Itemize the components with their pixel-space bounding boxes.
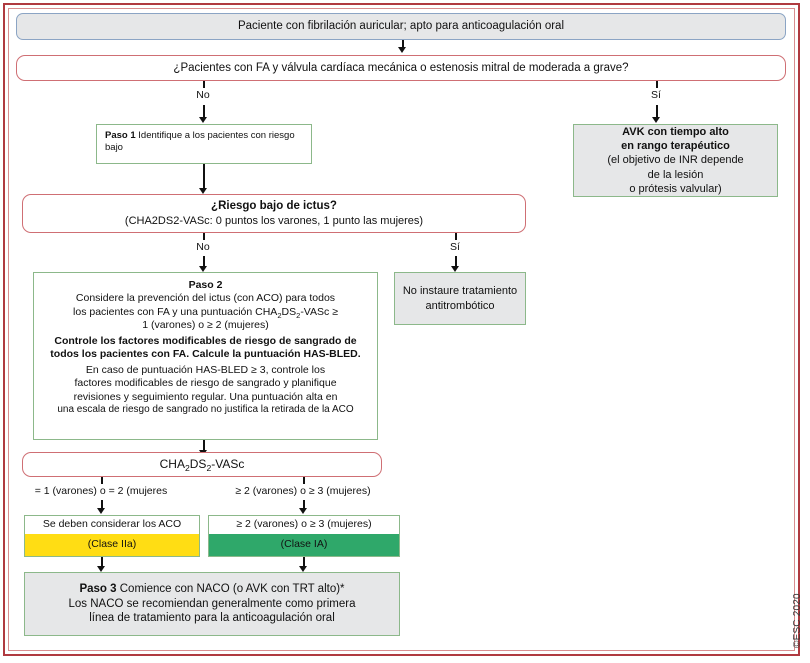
score-sub1: 2 [184,462,190,473]
node-decision-low-risk[interactable]: ¿Riesgo bajo de ictus? (CHA2DS2-VASc: 0 … [22,194,526,233]
edge-label-score-left: = 1 (varones) o = 2 (mujeres [34,485,168,497]
step2-line2: los pacientes con FA y una puntuación CH… [34,305,377,320]
connector-valve-no [203,105,205,119]
step2-line4: En caso de puntuación HAS-BLED ≥ 3, cont… [85,363,326,376]
node-score-cha2ds2vasc[interactable]: CHA2DS2-VASc [22,452,382,477]
step1-text: Identifique a los pacientes con riesgo b… [105,130,295,154]
arrow-iia-to-step3 [97,566,105,572]
arrow-ia-to-step3 [299,566,307,572]
step3-bold-label: Paso 3 [79,582,117,595]
node-step2[interactable]: Paso 2 Considere la prevención del ictus… [33,272,378,440]
node-header-patient[interactable]: Paciente con fibrilación auricular; apto… [16,13,786,40]
connector-lowrisk-yes [455,256,457,268]
consider-aco-class-badge: (Clase IIa) [25,534,199,556]
node-avk[interactable]: AVK con tiempo alto en rango terapéutico… [573,124,778,197]
arrow-score-right [299,508,307,514]
avk-line5: o prótesis valvular) [629,182,722,195]
edge-label-lowrisk-yes: Sí [450,241,460,253]
connector-valve-yes [656,105,658,119]
avk-line4: de la lesión [647,168,704,181]
decision-valve-label: ¿Pacientes con FA y válvula cardíaca mec… [173,61,629,74]
edge-label-valve-yes: Sí [651,89,661,101]
node-consider-aco[interactable]: Se deben considerar los ACO (Clase IIa) [24,515,200,557]
connector-step1-to-lowrisk [203,164,205,190]
arrow-header-to-valve [398,47,406,53]
step3-line1-rest: Comience con NACO (o AVK con TRT alto)* [119,582,345,595]
step2-line2-pre: los pacientes con FA y una puntuación CH… [73,305,278,318]
node-decision-valve[interactable]: ¿Pacientes con FA y válvula cardíaca mec… [16,55,786,81]
tick-valve-yes [656,81,658,88]
node-step1[interactable]: Paso 1 Identifique a los pacientes con r… [96,124,312,164]
step2-line3: 1 (varones) o ≥ 2 (mujeres) [142,319,269,332]
lowrisk-line1: ¿Riesgo bajo de ictus? [211,200,337,213]
step2-line2-sub1: 2 [277,310,282,320]
score-pre: CHA [159,456,185,471]
connector-score-left [101,500,103,510]
connector-score-right [303,500,305,510]
tick-valve-no [203,81,205,88]
connector-lowrisk-no [203,256,205,268]
node-no-treatment[interactable]: No instaure tratamiento antitrombótico [394,272,526,325]
tick-score-right [303,477,305,484]
no-treatment-line2: antitrombótico [425,299,495,312]
step2-line6: revisiones y seguimiento regular. Una pu… [73,390,338,403]
step2-line2-sub2: 2 [296,310,301,320]
avk-line1: AVK con tiempo alto [622,126,729,139]
score-sub2: 2 [206,462,212,473]
step2-line5: factores modificables de riesgo de sangr… [74,377,337,390]
step3-line3: línea de tratamiento para la anticoagula… [89,612,335,625]
edge-label-lowrisk-no: No [196,241,210,253]
connector-header-to-valve [402,40,404,49]
arrow-lowrisk-yes [451,266,459,272]
connector-iia-to-step3 [101,557,103,569]
score-mid: DS [189,456,207,471]
connector-step2-to-score [203,440,205,452]
no-treatment-line1: No instaure tratamiento [402,285,518,298]
step2-bold1: Controle los factores modificables de ri… [54,334,357,347]
score-post: -VASc [211,456,245,471]
arrow-valve-yes [652,117,660,123]
tick-lowrisk-no [203,233,205,240]
header-label: Paciente con fibrilación auricular; apto… [237,20,565,33]
step3-line1: Paso 3 Comience con NACO (o AVK con TRT … [25,582,399,597]
arrow-valve-no [199,117,207,123]
inner-frame [8,8,795,651]
recommended-aco-head: ≥ 2 (varones) o ≥ 3 (mujeres) [236,518,372,531]
step1-text-wrap: Paso 1 Identifique a los pacientes con r… [105,130,303,154]
node-recommended-aco[interactable]: ≥ 2 (varones) o ≥ 3 (mujeres) (Clase IA) [208,515,400,557]
step2-line2-post: -VASc ≥ [300,305,338,318]
step2-bold2: todos los pacientes con FA. Calcule la p… [50,348,361,361]
step3-line2: Los NACO se recomiendan generalmente com… [68,597,356,610]
step2-line2-mid: DS [281,305,297,318]
copyright-notice: ©ESC 2020 [792,593,803,648]
step2-line1: Considere la prevención del ictus (con A… [75,292,336,305]
arrow-lowrisk-no [199,266,207,272]
score-label: CHA2DS2-VASc [23,456,381,473]
connector-ia-to-step3 [303,557,305,569]
recommended-aco-class-badge: (Clase IA) [209,534,399,556]
edge-label-score-right: ≥ 2 (varones) o ≥ 3 (mujeres) [235,485,371,497]
step2-line7: una escala de riesgo de sangrado no just… [57,403,354,415]
lowrisk-line2: (CHA2DS2-VASc: 0 puntos los varones, 1 p… [124,214,424,227]
avk-line2: en rango terapéutico [621,140,730,153]
tick-lowrisk-yes [455,233,457,240]
node-step3[interactable]: Paso 3 Comience con NACO (o AVK con TRT … [24,572,400,636]
consider-aco-head: Se deben considerar los ACO [42,518,182,531]
step1-bold-label: Paso 1 [105,130,136,141]
outer-frame [3,3,800,656]
arrow-score-left [97,508,105,514]
arrow-step1-to-lowrisk [199,188,207,194]
tick-score-left [101,477,103,484]
edge-label-valve-no: No [196,89,210,101]
avk-line3: (el objetivo de INR depende [607,154,744,167]
step2-title: Paso 2 [188,279,223,291]
